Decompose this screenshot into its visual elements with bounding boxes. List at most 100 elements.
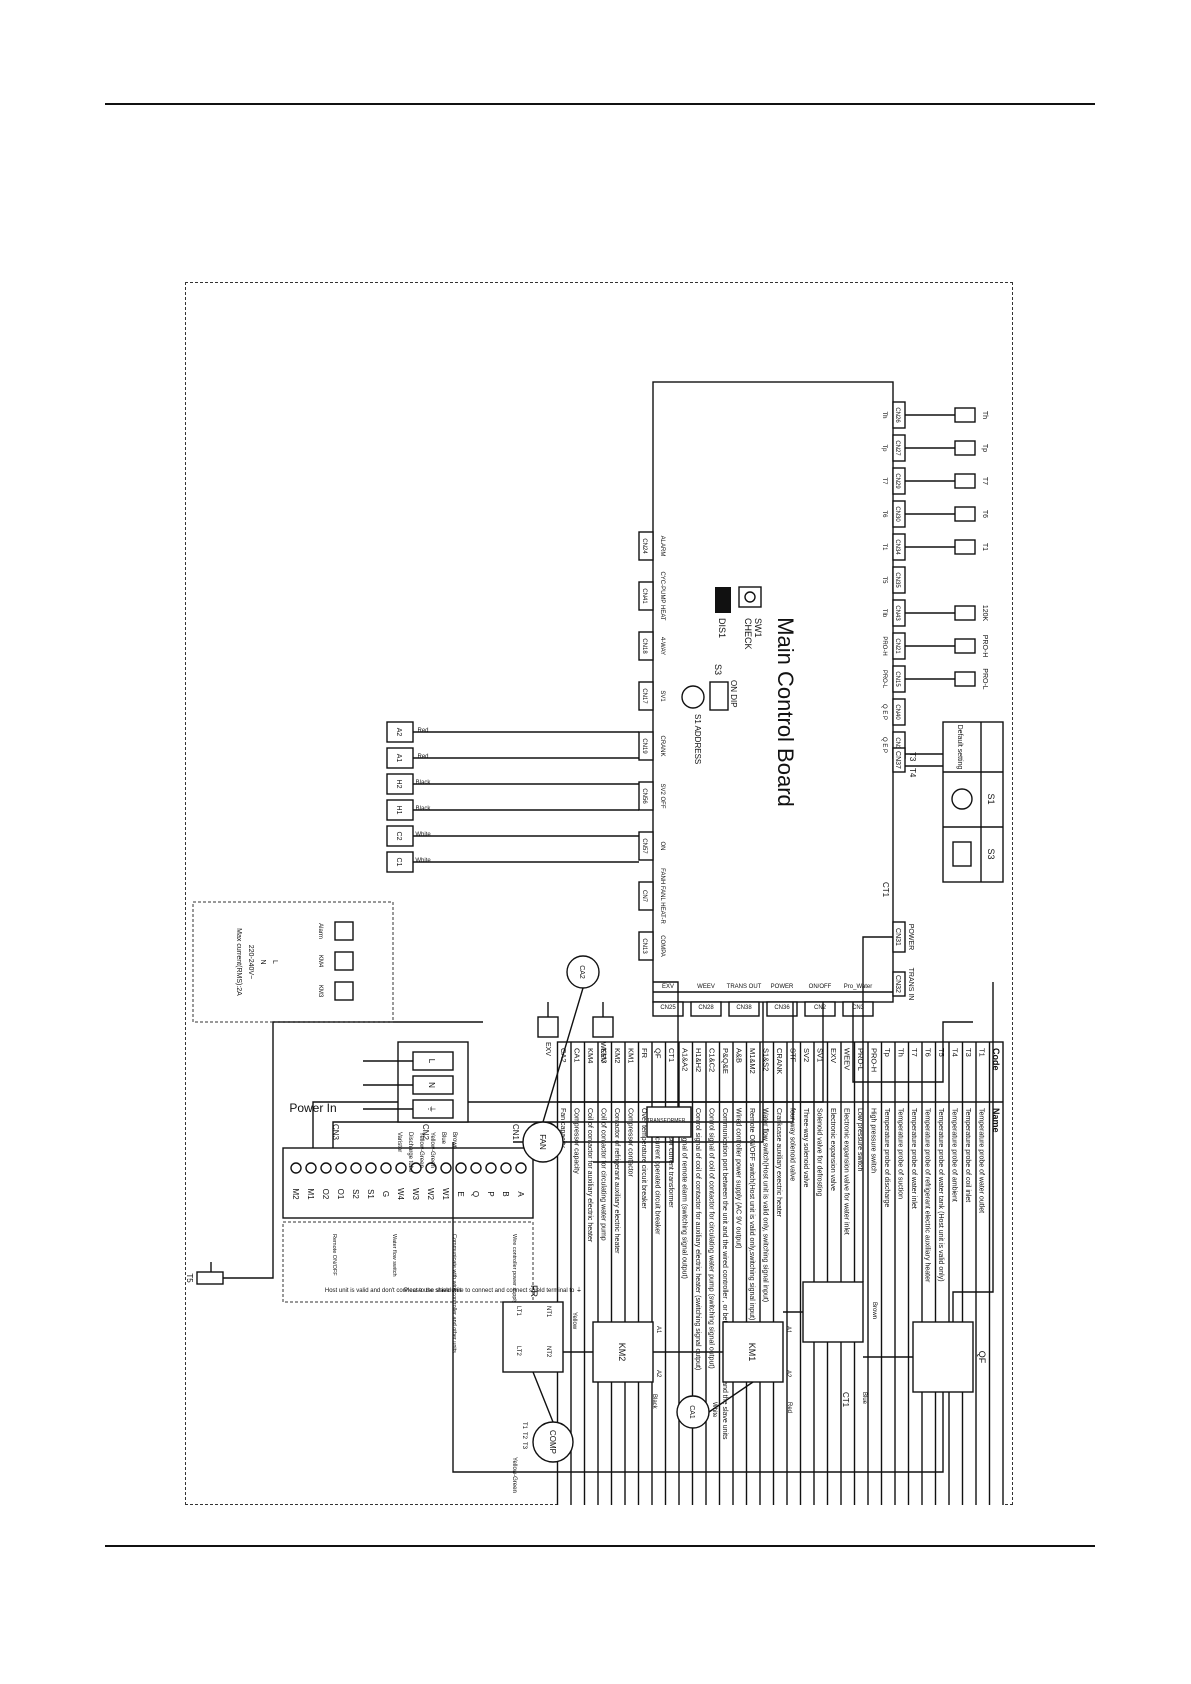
- connector-signal: Tlb: [881, 609, 887, 618]
- table-s3-dip: [952, 841, 972, 867]
- code-cell: T5: [937, 1048, 946, 1057]
- code-cell: M1&M2: [748, 1048, 757, 1074]
- output-terminal-label: C1: [395, 858, 402, 867]
- on-dip-label: ON DIP: [729, 680, 738, 708]
- output-supply-text: Max current(RMS):2A: [235, 928, 242, 996]
- connector-cn57: [638, 831, 654, 861]
- probe-tp: [954, 440, 976, 456]
- connector-signal: POWER: [771, 984, 794, 990]
- km1-label: KM1: [747, 1343, 757, 1362]
- connector-signal: WEEV: [697, 984, 715, 990]
- connector-signal: SV1: [659, 690, 665, 702]
- code-cell: QF: [654, 1048, 663, 1059]
- code-cell: CA1: [573, 1048, 582, 1063]
- probe-label: PRO-L: [981, 668, 988, 690]
- connector-id: CN17: [641, 688, 647, 704]
- connector-id: CN2: [814, 1005, 827, 1011]
- table-s3-header: S3: [986, 848, 996, 859]
- power-in-terminal-label: N: [427, 1082, 436, 1088]
- code-cell: T3: [964, 1048, 973, 1057]
- cn37-connector: [892, 747, 906, 773]
- connector-signal: Pro_Water: [844, 984, 872, 990]
- connector-signal: CYC-PUMP HEAT: [659, 571, 665, 620]
- strip-terminal-label: G: [381, 1191, 390, 1197]
- s3-dip-switch[interactable]: [709, 681, 729, 711]
- t5-label: T5: [185, 1273, 194, 1283]
- sw1-knob: [744, 591, 756, 603]
- connector-cn2: [804, 1001, 836, 1017]
- strip-note: Communicate with wire controller and oth…: [451, 1234, 457, 1353]
- output-terminal-label: A2: [395, 728, 402, 737]
- name-cell: Three-way solenoid valve: [802, 1108, 809, 1187]
- connector-id: CN36: [774, 1005, 790, 1011]
- s1-rotary-switch[interactable]: [681, 685, 705, 709]
- connector-id: CN38: [736, 1005, 752, 1011]
- wire-color-label: Brown: [871, 1302, 877, 1319]
- power-in-label: Power In: [289, 1101, 336, 1115]
- connector-signal: CRANK: [659, 735, 665, 756]
- name-cell: Temperature probe of suction: [897, 1108, 904, 1199]
- name-cell: Fan capacity: [559, 1108, 566, 1148]
- code-cell: CT1: [667, 1048, 676, 1062]
- strip-terminal-o2: [320, 1162, 332, 1174]
- name-cell: Temperature probe of coil inlet: [964, 1108, 971, 1202]
- default-setting-label: Default setting: [956, 725, 963, 770]
- code-cell: C1&C2: [708, 1048, 717, 1072]
- fr-pin-label: NT1: [545, 1306, 551, 1318]
- comp-label: COMP: [548, 1430, 557, 1454]
- strip-cn-label: CN1: [511, 1124, 520, 1141]
- ca1-label: CA1: [688, 1405, 695, 1419]
- name-cell: Electronic expansion valve for water inl…: [843, 1108, 850, 1235]
- km2-label: KM2: [617, 1343, 627, 1362]
- exv-valve-label: EXV: [544, 1042, 551, 1056]
- probe-label: T1: [981, 543, 988, 551]
- connector-id: CN27: [894, 440, 900, 456]
- strip-terminal-s2: [350, 1162, 362, 1174]
- km-pin-label: A1: [785, 1326, 791, 1334]
- output-wire-color: Black: [416, 780, 432, 786]
- connector-id: CN56: [641, 788, 647, 804]
- power-in-terminal-label: ⏚: [427, 1105, 436, 1113]
- code-cell: SV1: [816, 1048, 825, 1062]
- name-cell: Coil of contactor for circulating water …: [600, 1108, 607, 1241]
- code-cell: EXV: [829, 1048, 838, 1063]
- fan-label: FAN: [538, 1134, 547, 1150]
- connector-cn13: [638, 931, 654, 961]
- code-cell: Th: [897, 1048, 906, 1057]
- name-cell: Water flow switch(Host unit is valid onl…: [762, 1108, 769, 1302]
- connector-id: CN18: [641, 638, 647, 654]
- name-cell: four-way solenoid valve: [789, 1108, 796, 1181]
- weev-valve: [592, 1016, 614, 1038]
- connector-signal: ALARM: [659, 536, 665, 557]
- power-in-wire-label: Discharge tube: [407, 1132, 413, 1173]
- output-supply-text: 220-240V~: [247, 945, 254, 979]
- name-cell: Low pressure switch: [856, 1108, 863, 1172]
- output-wire-color: Red: [417, 754, 428, 760]
- name-cell: Temperature probe of discharge: [883, 1108, 890, 1207]
- output-wire-color: White: [415, 832, 431, 838]
- connector-id: CN7: [641, 890, 647, 903]
- strip-terminal-label: W3: [411, 1188, 420, 1201]
- name-cell: Coil of contactor for auxiliary electric…: [586, 1108, 593, 1243]
- probe-label: 120K: [981, 605, 988, 622]
- connector-id: CN26: [894, 407, 900, 423]
- connector-signal: Q E P: [881, 704, 887, 720]
- strip-terminal-w2: [425, 1162, 437, 1174]
- name-cell: Contactor of refrigerant auxiliary elect…: [613, 1108, 620, 1254]
- wire-color-label: Yellow-Green: [511, 1457, 517, 1493]
- strip-terminal-p: [485, 1162, 497, 1174]
- power-in-wire-label: Brown: [451, 1132, 457, 1149]
- cn32-connector: [892, 971, 906, 997]
- connector-cn24: [638, 531, 654, 561]
- connector-cn3: [842, 1001, 874, 1017]
- output-supply-text: L: [271, 960, 278, 964]
- strip-terminal-m2: [290, 1162, 302, 1174]
- connector-id: CN43: [894, 605, 900, 621]
- code-cell: PRO-H: [870, 1048, 879, 1072]
- cn31-power-label: POWER: [907, 924, 914, 950]
- strip-note: Remote ON/OFF: [331, 1234, 337, 1276]
- strip-terminal-b: [500, 1162, 512, 1174]
- board-title: Main Control Board: [773, 617, 798, 807]
